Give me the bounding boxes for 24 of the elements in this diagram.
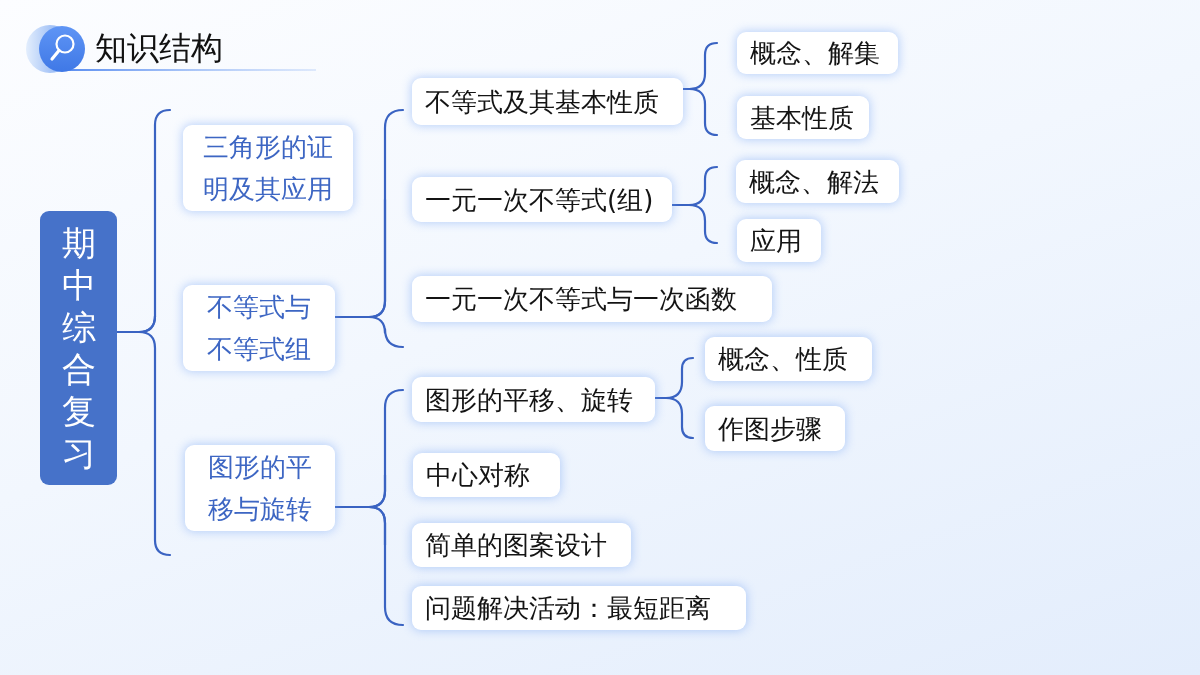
- item-box: 概念、解集: [737, 32, 898, 74]
- item-box: 图形的平移、旋转: [412, 377, 655, 422]
- item-box: 简单的图案设计: [412, 523, 631, 567]
- item-box: 基本性质: [737, 96, 869, 139]
- item-box: 作图步骤: [705, 406, 845, 451]
- item-box: 中心对称: [413, 453, 560, 497]
- item-box: 概念、解法: [736, 160, 899, 203]
- branch-box: 不等式与不等式组: [183, 285, 335, 371]
- title: 知识结构: [95, 28, 223, 69]
- item-box: 一元一次不等式与一次函数: [412, 276, 772, 322]
- branch-box: 三角形的证明及其应用: [183, 125, 353, 211]
- brace-connector: [670, 203, 719, 245]
- item-box: 一元一次不等式(组): [412, 177, 672, 222]
- branch-box: 图形的平移与旋转: [185, 445, 335, 531]
- item-box: 概念、性质: [705, 337, 872, 381]
- brace-connector: [333, 315, 405, 349]
- item-box: 不等式及其基本性质: [412, 78, 683, 125]
- item-box: 应用: [737, 219, 821, 262]
- brace-connector: [333, 505, 405, 627]
- brace-connector: [653, 396, 695, 440]
- topic-box: 期中综合复习: [40, 211, 117, 485]
- brace-connector: [681, 87, 719, 137]
- item-box: 问题解决活动：最短距离: [412, 586, 746, 630]
- brace-connector: [115, 330, 172, 557]
